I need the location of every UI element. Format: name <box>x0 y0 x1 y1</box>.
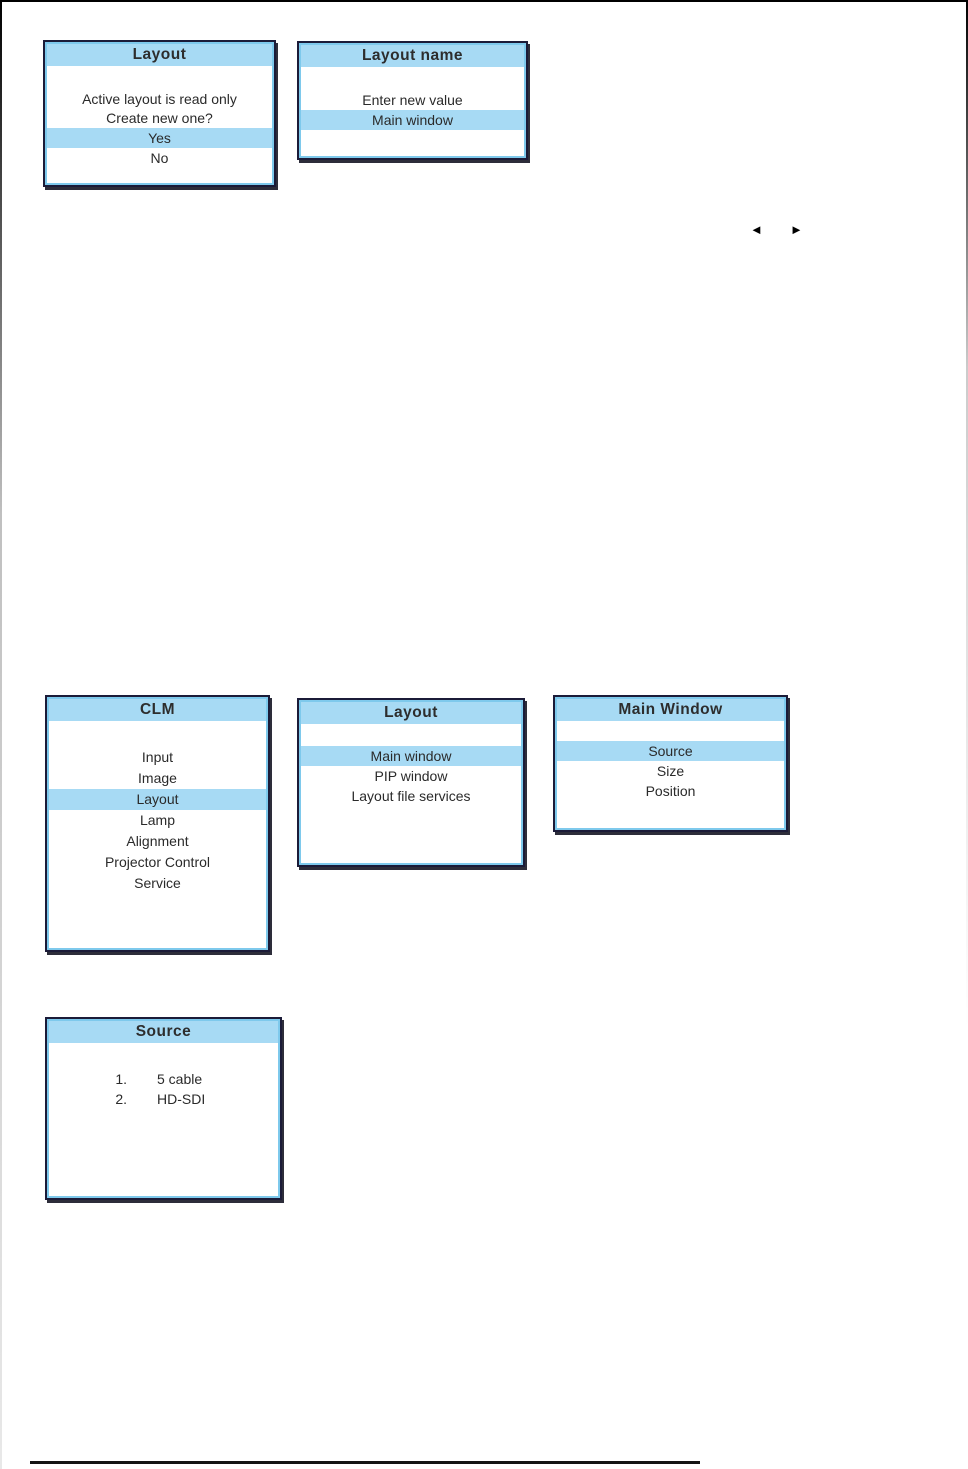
arrow-right-icon: ► <box>790 222 803 237</box>
menu-item-pip-window[interactable]: PIP window <box>374 768 448 784</box>
layout-name-dialog: Layout name Enter new value Main window <box>297 41 528 160</box>
dialog-title: Layout <box>47 44 272 66</box>
menu-item-service[interactable]: Service <box>134 875 181 891</box>
source-item-number: 2. <box>115 1091 127 1107</box>
menu-item-source[interactable]: Source <box>557 741 784 761</box>
layout-readonly-dialog: Layout Active layout is read only Create… <box>43 40 276 187</box>
option-no[interactable]: No <box>150 150 169 166</box>
menu-item-size[interactable]: Size <box>656 763 685 779</box>
footer-rule <box>30 1461 700 1464</box>
page-top-edge <box>0 0 968 2</box>
menu-item-main-window[interactable]: Main window <box>301 746 521 766</box>
source-item-5-cable[interactable]: 1. 5 cable <box>49 1069 278 1089</box>
menu-item-layout[interactable]: Layout <box>49 789 266 810</box>
source-item-label: HD-SDI <box>157 1091 206 1107</box>
dialog-message-line: Active layout is read only <box>82 91 237 107</box>
dialog-message-line: Create new one? <box>106 110 213 126</box>
layout-menu: Layout Main window PIP window Layout fil… <box>297 698 525 867</box>
main-window-menu: Main Window Source Size Position <box>553 695 788 832</box>
menu-title: CLM <box>49 699 266 721</box>
menu-item-layout-file-services[interactable]: Layout file services <box>351 788 471 804</box>
option-yes[interactable]: Yes <box>47 128 272 148</box>
source-menu: Source 1. 5 cable 2. HD-SDI <box>45 1017 282 1200</box>
menu-item-projector-control[interactable]: Projector Control <box>104 854 211 870</box>
source-item-number: 1. <box>115 1071 127 1087</box>
layout-name-value-field[interactable]: Main window <box>301 110 524 130</box>
menu-title: Source <box>49 1021 278 1043</box>
page-left-edge <box>0 0 2 1469</box>
menu-item-image[interactable]: Image <box>138 770 177 786</box>
enter-value-prompt: Enter new value <box>362 92 463 108</box>
menu-title: Layout <box>301 702 521 724</box>
menu-item-alignment[interactable]: Alignment <box>126 833 189 849</box>
source-item-hd-sdi[interactable]: 2. HD-SDI <box>49 1089 278 1109</box>
source-item-label: 5 cable <box>157 1071 203 1087</box>
menu-item-input[interactable]: Input <box>141 749 174 765</box>
dialog-title: Layout name <box>301 45 524 67</box>
menu-item-lamp[interactable]: Lamp <box>139 812 176 828</box>
clm-main-menu: CLM Input Image Layout Lamp Alignment Pr… <box>45 695 270 952</box>
page-right-edge <box>966 0 968 1469</box>
menu-item-position[interactable]: Position <box>645 783 696 799</box>
arrow-left-icon: ◄ <box>750 222 763 237</box>
menu-title: Main Window <box>557 699 784 721</box>
